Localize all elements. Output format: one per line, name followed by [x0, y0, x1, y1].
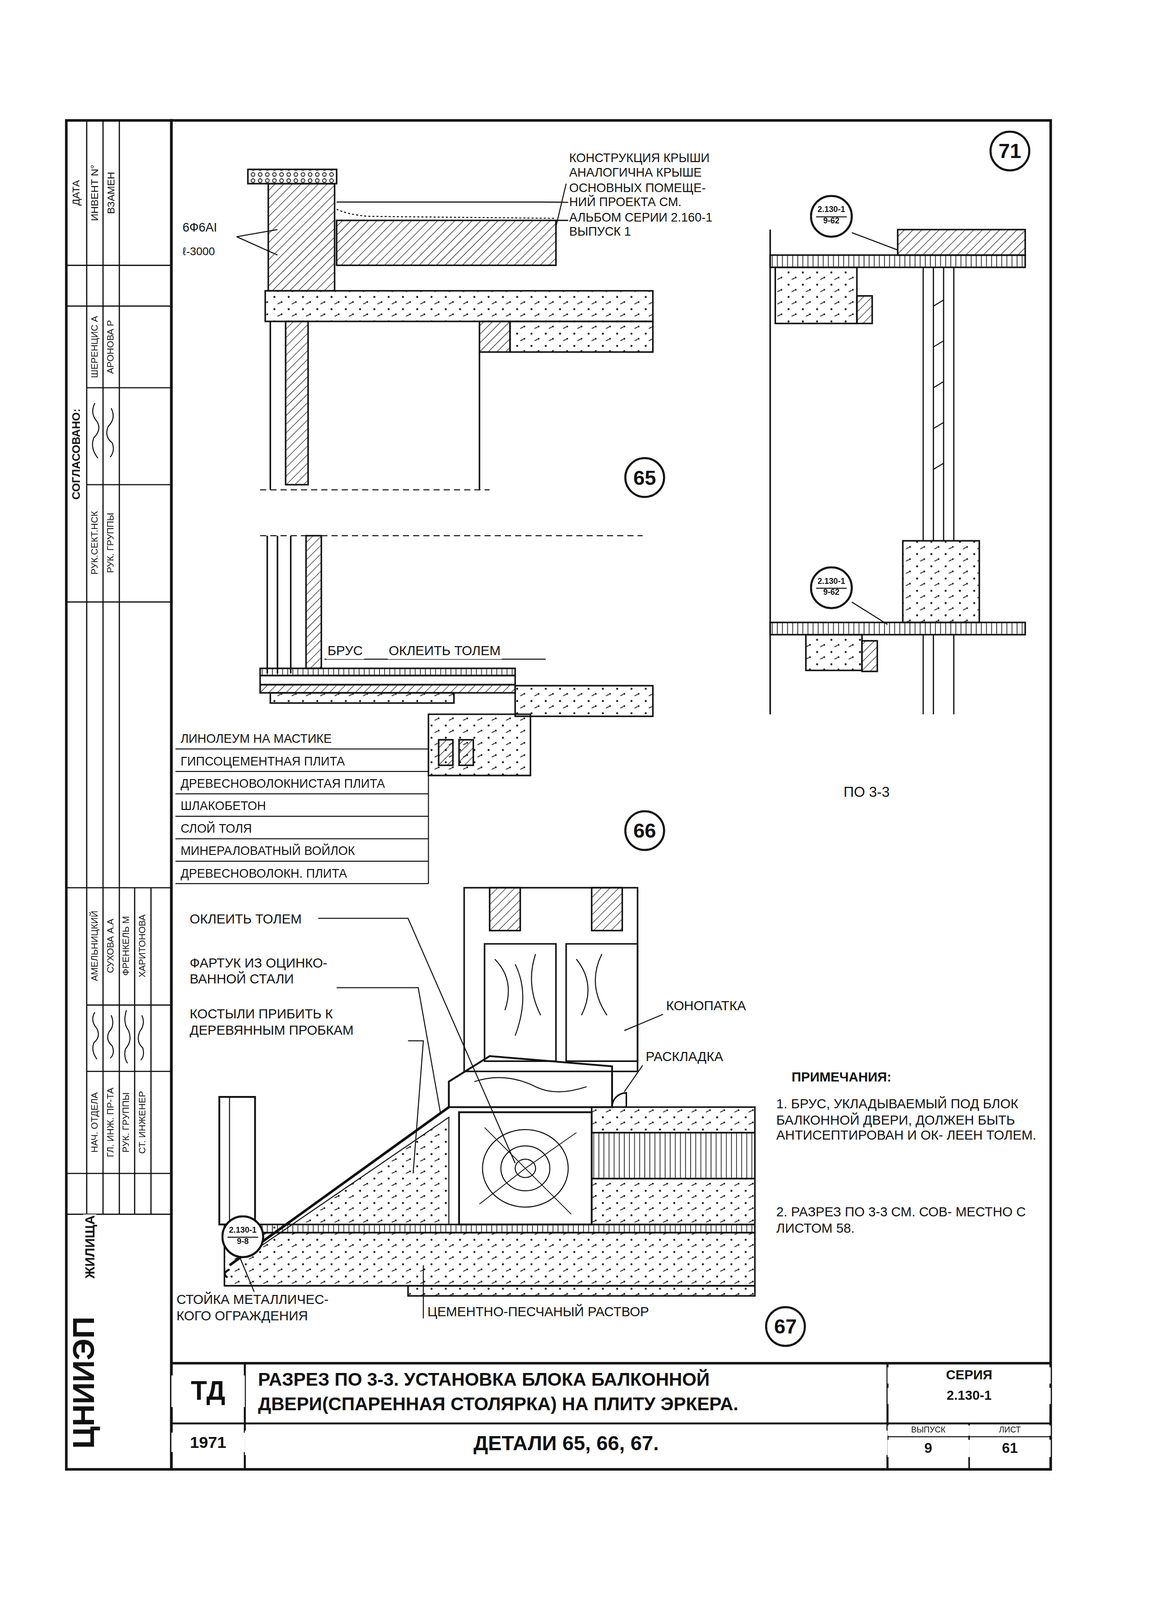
- org-name: ЦНИИЭП: [68, 1315, 99, 1450]
- note-text: 2. РАЗРЕЗ ПО 3-3 СМ. СОВ- МЕСТНО С ЛИСТО…: [775, 1204, 1043, 1237]
- stamp-heading: СОГЛАСОВАНО:: [70, 407, 83, 501]
- section-label: ПО 3-3: [842, 783, 891, 802]
- person-name: СУХОВА А.А: [106, 917, 116, 975]
- callout-circle: 65: [624, 457, 666, 499]
- length-label: ℓ-3000: [181, 244, 217, 259]
- reference-circle: 2.130-19-8: [221, 1215, 264, 1259]
- callout-number: 71: [997, 139, 1023, 163]
- person-name: АМЕЛЬНИЦКИЙ: [90, 909, 100, 983]
- issue-label: ВЫПУСК: [887, 1425, 970, 1436]
- callout-text: ФАРТУК ИЗ ОЦИНКО- ВАННОЙ СТАЛИ: [188, 955, 342, 988]
- callout-text: КОНОПАТКА: [665, 998, 747, 1014]
- callout-text: РАСКЛАДКА: [644, 1048, 725, 1065]
- reference-text: 9-62: [822, 588, 841, 599]
- callout-text: КОСТЫЛИ ПРИБИТЬ К ДЕРЕВЯННЫМ ПРОБКАМ: [188, 1006, 414, 1039]
- layer-name: МИНЕРАЛОВАТНЫЙ ВОЙЛОК: [179, 844, 425, 859]
- stamp-cell: ИНВЕНТ N°: [89, 163, 100, 223]
- stamp-code: ТД: [171, 1375, 245, 1408]
- note-text: КОНСТРУКЦИЯ КРЫШИ АНАЛОГИЧНА КРЫШЕ ОСНОВ…: [568, 151, 737, 240]
- layer-name: ДРЕВЕСНОВОЛОКНИСТАЯ ПЛИТА: [179, 776, 425, 792]
- reference-circle: 2.130-19-62: [810, 566, 853, 609]
- reference-text: 9-62: [822, 217, 841, 227]
- year: 1971: [171, 1432, 245, 1453]
- role-name: РУК.СЕКТ.НСК: [90, 509, 100, 576]
- stamp-cell: ДАТА: [71, 178, 82, 207]
- callout-number: 67: [773, 1315, 798, 1338]
- series-number: 2.130-1: [887, 1387, 1051, 1404]
- reference-text: 9-8: [235, 1237, 250, 1247]
- issue-number: 9: [887, 1439, 970, 1458]
- reference-circle: 2.130-19-62: [810, 194, 853, 238]
- part-name: БРУС: [326, 642, 364, 659]
- callout-circle: 71: [989, 130, 1031, 172]
- layer-name: ГИПСОЦЕМЕНТНАЯ ПЛИТА: [179, 754, 425, 769]
- role-name: РУК. ГРУППЫ: [106, 511, 116, 574]
- layer-name: ШЛАКОБЕТОН: [179, 799, 425, 814]
- stamp-cell: ВЗАМЕН: [106, 170, 117, 215]
- person-name: ФРЕНКЕЛЬ М: [121, 914, 131, 977]
- sheet-title: РАЗРЕЗ ПО 3-3. УСТАНОВКА БЛОКА БАЛКОННОЙ…: [257, 1367, 882, 1418]
- callout-text: ОКЛЕИТЬ ТОЛЕМ: [188, 911, 303, 928]
- role-name: НАЧ. ОТДЕЛА: [90, 1091, 100, 1154]
- sheet-label: ЛИСТ: [969, 1425, 1051, 1436]
- note-text: 1. БРУС, УКЛАДЫВАЕМЫЙ ПОД БЛОК БАЛКОННОЙ…: [775, 1096, 1043, 1144]
- sheet-subtitle: ДЕТАЛИ 65, 66, 67.: [244, 1430, 888, 1456]
- layer-name: ЛИНОЛЕУМ НА МАСТИКЕ: [179, 731, 425, 747]
- reference-text: 2.130-1: [816, 577, 846, 589]
- note-text: ОКЛЕИТЬ ТОЛЕМ: [387, 642, 502, 659]
- reference-text: 2.130-1: [227, 1226, 258, 1238]
- person-name: АРОНОВА Р: [106, 319, 116, 376]
- org-name: ЖИЛИЩА: [83, 1214, 97, 1280]
- layer-name: СЛОЙ ТОЛЯ: [179, 821, 425, 836]
- callout-circle: 66: [624, 810, 666, 851]
- notes-heading: ПРИМЕЧАНИЯ:: [790, 1069, 893, 1086]
- person-name: ХАРИТОНОВА: [138, 913, 148, 979]
- callout-circle: 67: [765, 1306, 807, 1348]
- role-name: ГЛ. ИНЖ. ПР-ТА: [106, 1086, 116, 1159]
- callout-number: 66: [632, 819, 658, 842]
- role-name: СТ. ИНЖЕНЕР: [138, 1090, 148, 1156]
- sheet-number: 61: [969, 1439, 1051, 1458]
- person-name: ШЕРЕНЦИС А: [90, 314, 100, 379]
- callout-text: СТОЙКА МЕТАЛЛИЧЕС- КОГО ОГРАЖДЕНИЯ: [175, 1291, 349, 1324]
- role-name: РУК. ГРУППЫ: [121, 1091, 131, 1154]
- layer-name: ДРЕВЕСНОВОЛОКН. ПЛИТА: [179, 866, 425, 881]
- rebar-label: 6Ф6АI: [181, 220, 218, 235]
- callout-text: ЦЕМЕНТНО-ПЕСЧАНЫЙ РАСТВОР: [426, 1304, 662, 1321]
- callout-number: 65: [632, 466, 658, 489]
- series-label: СЕРИЯ: [887, 1367, 1051, 1384]
- reference-text: 2.130-1: [816, 206, 846, 218]
